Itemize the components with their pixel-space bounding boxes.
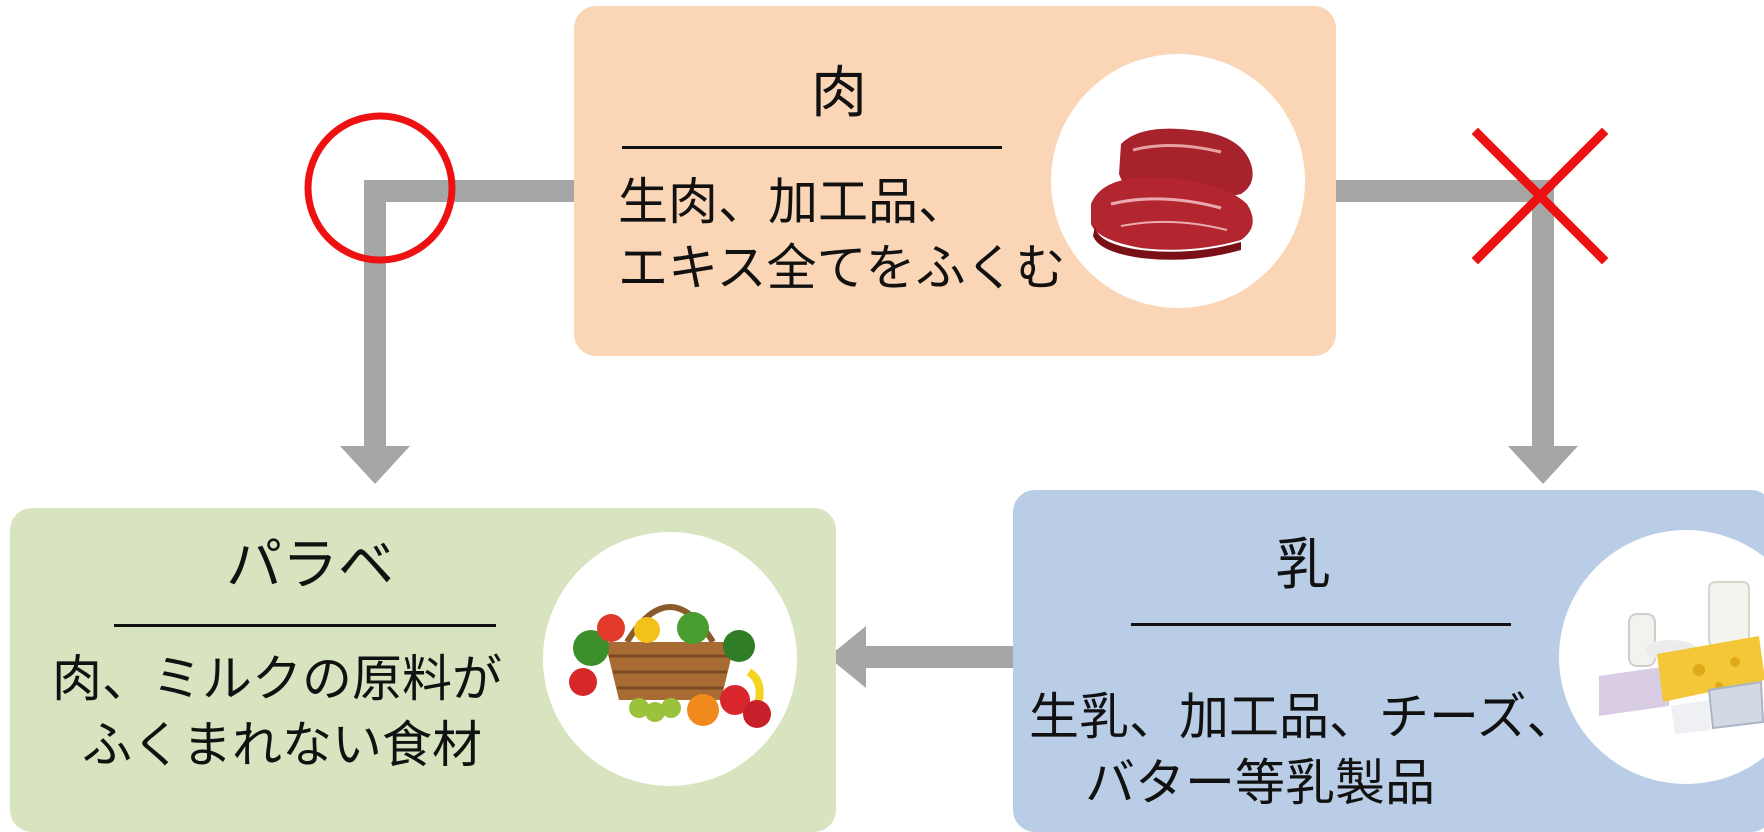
milk-desc-line2: バター等乳製品 <box>1085 754 1435 812</box>
pareve-title-divider <box>114 624 496 627</box>
meat-to-milk-arrow <box>1336 180 1578 484</box>
meat-title-divider <box>622 146 1002 149</box>
meat-title: 肉 <box>811 61 867 126</box>
meat-desc-line1: 生肉、加工品、 <box>618 173 968 231</box>
milk-title: 乳 <box>1275 533 1331 598</box>
pareve-desc-line1: 肉、ミルクの原料が <box>52 650 502 708</box>
pareve-title: パラベ <box>226 533 394 598</box>
milk-desc-line1: 生乳、加工品、チーズ、 <box>1029 688 1577 746</box>
dairy-products-icon <box>1599 581 1764 734</box>
meat-steak-icon <box>1091 128 1253 260</box>
pareve-picture <box>543 532 797 786</box>
meat-to-pareve-arrow <box>340 180 574 484</box>
meat-desc-line2: エキス全てをふくむ <box>618 239 1066 297</box>
meat-picture <box>1051 54 1305 308</box>
milk-picture <box>1559 530 1764 784</box>
vegetable-basket-icon <box>569 604 771 728</box>
pareve-desc-line2: ふくまれない食材 <box>82 716 482 774</box>
milk-title-divider <box>1131 623 1511 626</box>
forbidden-mark-cross <box>1471 127 1609 265</box>
allowed-mark-circle <box>304 112 456 264</box>
